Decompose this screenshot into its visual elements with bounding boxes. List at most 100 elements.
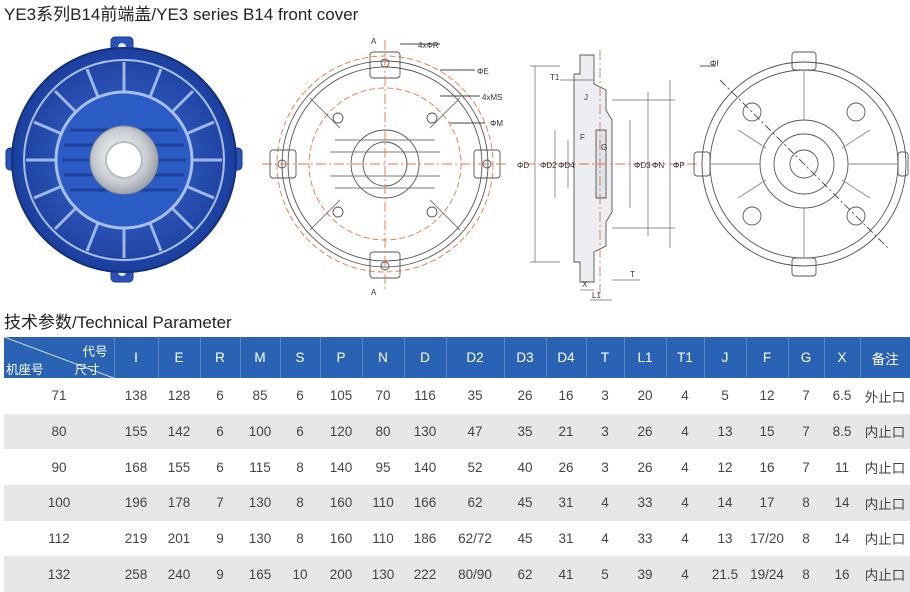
table-cell: 16 [824, 556, 860, 592]
frame-size-cell: 132 [4, 556, 114, 592]
frame-size-cell: 112 [48, 530, 70, 546]
column-header: D [404, 337, 447, 378]
label-phi-n: ΦN [652, 161, 664, 170]
section-view-labels: T1 J F G ΦD ΦD2 ΦD4 ΦD3 ΦN ΦP T X L1 [517, 73, 685, 300]
column-header: L1 [624, 337, 667, 378]
table-cell: 80 [362, 413, 404, 450]
table-cell: 7 [200, 484, 240, 521]
column-header: D4 [546, 337, 587, 378]
column-header: T1 [666, 337, 705, 378]
table-cell: 13 [704, 413, 746, 450]
label-phi-d4: ΦD4 [558, 161, 575, 170]
table-cell: 130 [240, 484, 280, 521]
column-header: P [320, 337, 363, 378]
column-header: R [200, 337, 241, 378]
table-cell: 内止口 [864, 461, 906, 477]
table-cell: 内止口 [864, 532, 906, 548]
table-cell: 62 [446, 484, 504, 521]
table-cell: 16 [759, 459, 775, 475]
table-cell: 130 [404, 413, 446, 450]
label-r-holes: 4xΦR [418, 41, 439, 50]
table-cell: 3 [586, 413, 624, 450]
cover-photo [5, 36, 243, 283]
frame-size-cell: 100 [4, 484, 114, 521]
corner-label-code: 代号 [82, 345, 108, 359]
table-cell: 26 [637, 459, 653, 475]
table-cell: 9 [216, 530, 224, 546]
table-cell: 95 [375, 459, 391, 475]
table-cell: 222 [404, 556, 446, 592]
table-cell: 33 [637, 530, 653, 546]
table-cell: 4 [586, 484, 624, 521]
table-cell: 31 [558, 530, 574, 546]
table-cell: 168 [124, 459, 148, 475]
table-cell: 8.5 [824, 413, 860, 450]
table-cell: 11 [834, 459, 849, 475]
table-cell: 155 [167, 459, 191, 475]
table-cell: 4 [681, 530, 689, 546]
front-view-drawing [262, 40, 508, 290]
table-cell: 138 [124, 388, 148, 404]
table-cell: 186 [413, 530, 437, 546]
table-cell: 4 [666, 413, 704, 450]
label-phi-m: ΦM [490, 119, 503, 128]
table-corner-header: 代号 尺寸 机座号 [4, 337, 115, 378]
column-header: I [114, 337, 159, 378]
label-section-a-bottom: A [371, 288, 377, 297]
table-cell: 47 [446, 413, 504, 450]
label-phi-d: ΦD [517, 161, 529, 170]
label-phi-p: ΦP [673, 161, 685, 170]
label-phi-d2: ΦD2 [540, 161, 557, 170]
table-cell: 7 [802, 459, 810, 475]
table-cell: 5 [586, 556, 624, 592]
table-cell: 128 [167, 388, 191, 404]
column-header: T [586, 337, 625, 378]
column-header: D2 [446, 337, 505, 378]
label-ms-holes: 4xMS [482, 93, 502, 102]
front-view-labels: A A 4xΦR ΦE 4xMS ΦM [371, 37, 503, 297]
table-cell: 外止口 [864, 389, 906, 405]
table-cell: 4 [601, 530, 609, 546]
label-phi-d3: ΦD3 [634, 161, 651, 170]
table-cell: 39 [624, 556, 666, 592]
label-f: F [580, 133, 585, 142]
table-cell: 6 [216, 388, 224, 404]
table-cell: 110 [362, 484, 404, 521]
table-cell: 内止口 [860, 556, 910, 592]
rear-view-drawing [693, 51, 909, 277]
table-cell: 20 [637, 388, 653, 404]
table-cell: 8 [788, 484, 824, 521]
column-header: G [788, 337, 825, 378]
table-cell: 85 [252, 388, 268, 404]
table-cell: 13 [717, 530, 733, 546]
column-header: S [280, 337, 321, 378]
table-cell: 140 [413, 459, 437, 475]
table-cell: 6 [200, 413, 240, 450]
table-cell: 21 [546, 413, 586, 450]
table-cell: 40 [517, 459, 533, 475]
label-t1: T1 [550, 73, 560, 82]
table-cell: 6.5 [832, 388, 852, 404]
table-cell: 45 [517, 530, 533, 546]
label-l1: L1 [592, 291, 601, 300]
column-header: 备注 [860, 337, 910, 378]
corner-label-size: 尺寸 [74, 363, 100, 377]
table-cell: 45 [504, 484, 546, 521]
table-cell: 19/24 [746, 556, 788, 592]
table-cell: 26 [624, 413, 666, 450]
technical-drawings: A A 4xΦR ΦE 4xMS ΦM T1 J [5, 36, 909, 301]
table-cell: 4 [666, 556, 704, 592]
column-header: M [240, 337, 281, 378]
label-g: G [601, 143, 607, 152]
table-cell: 130 [248, 530, 272, 546]
table-cell: 8 [296, 530, 304, 546]
table-cell: 17 [746, 484, 788, 521]
table-cell: 165 [240, 556, 280, 592]
table-cell: 8 [802, 530, 810, 546]
table-cell: 120 [320, 413, 362, 450]
table-cell: 9 [200, 556, 240, 592]
